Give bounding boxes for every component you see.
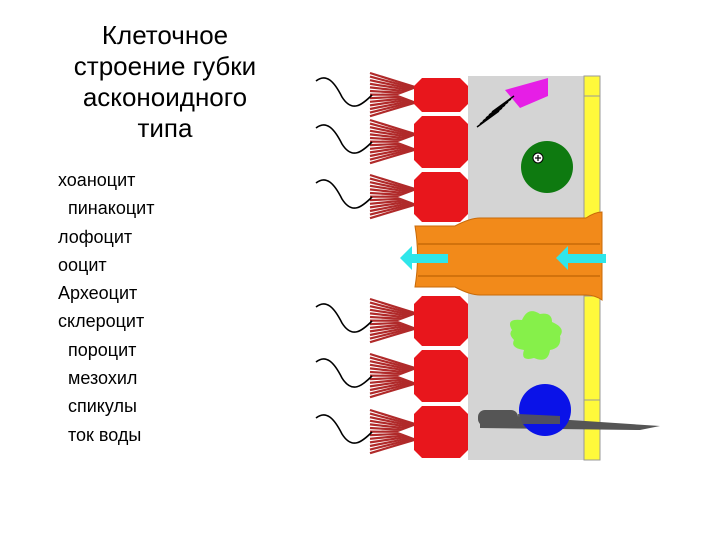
spicule-stub	[478, 410, 518, 426]
flagellum	[316, 125, 372, 153]
choanocyte	[414, 350, 468, 402]
flagella-group	[316, 78, 372, 443]
pinacocyte	[584, 296, 600, 460]
flagellum	[316, 415, 372, 443]
oocyte-body	[521, 141, 573, 193]
choanocyte	[414, 78, 468, 112]
sclerocyte-body	[519, 384, 571, 436]
oocyte	[521, 141, 573, 193]
flagellum	[316, 304, 372, 332]
flagellum	[316, 78, 372, 106]
choanocyte	[414, 296, 468, 346]
flagellum	[316, 180, 372, 208]
choanocyte	[414, 406, 468, 458]
pinacocyte	[584, 76, 600, 218]
flagellum	[316, 359, 372, 387]
choanocyte	[414, 172, 468, 222]
choanocyte	[414, 116, 468, 168]
